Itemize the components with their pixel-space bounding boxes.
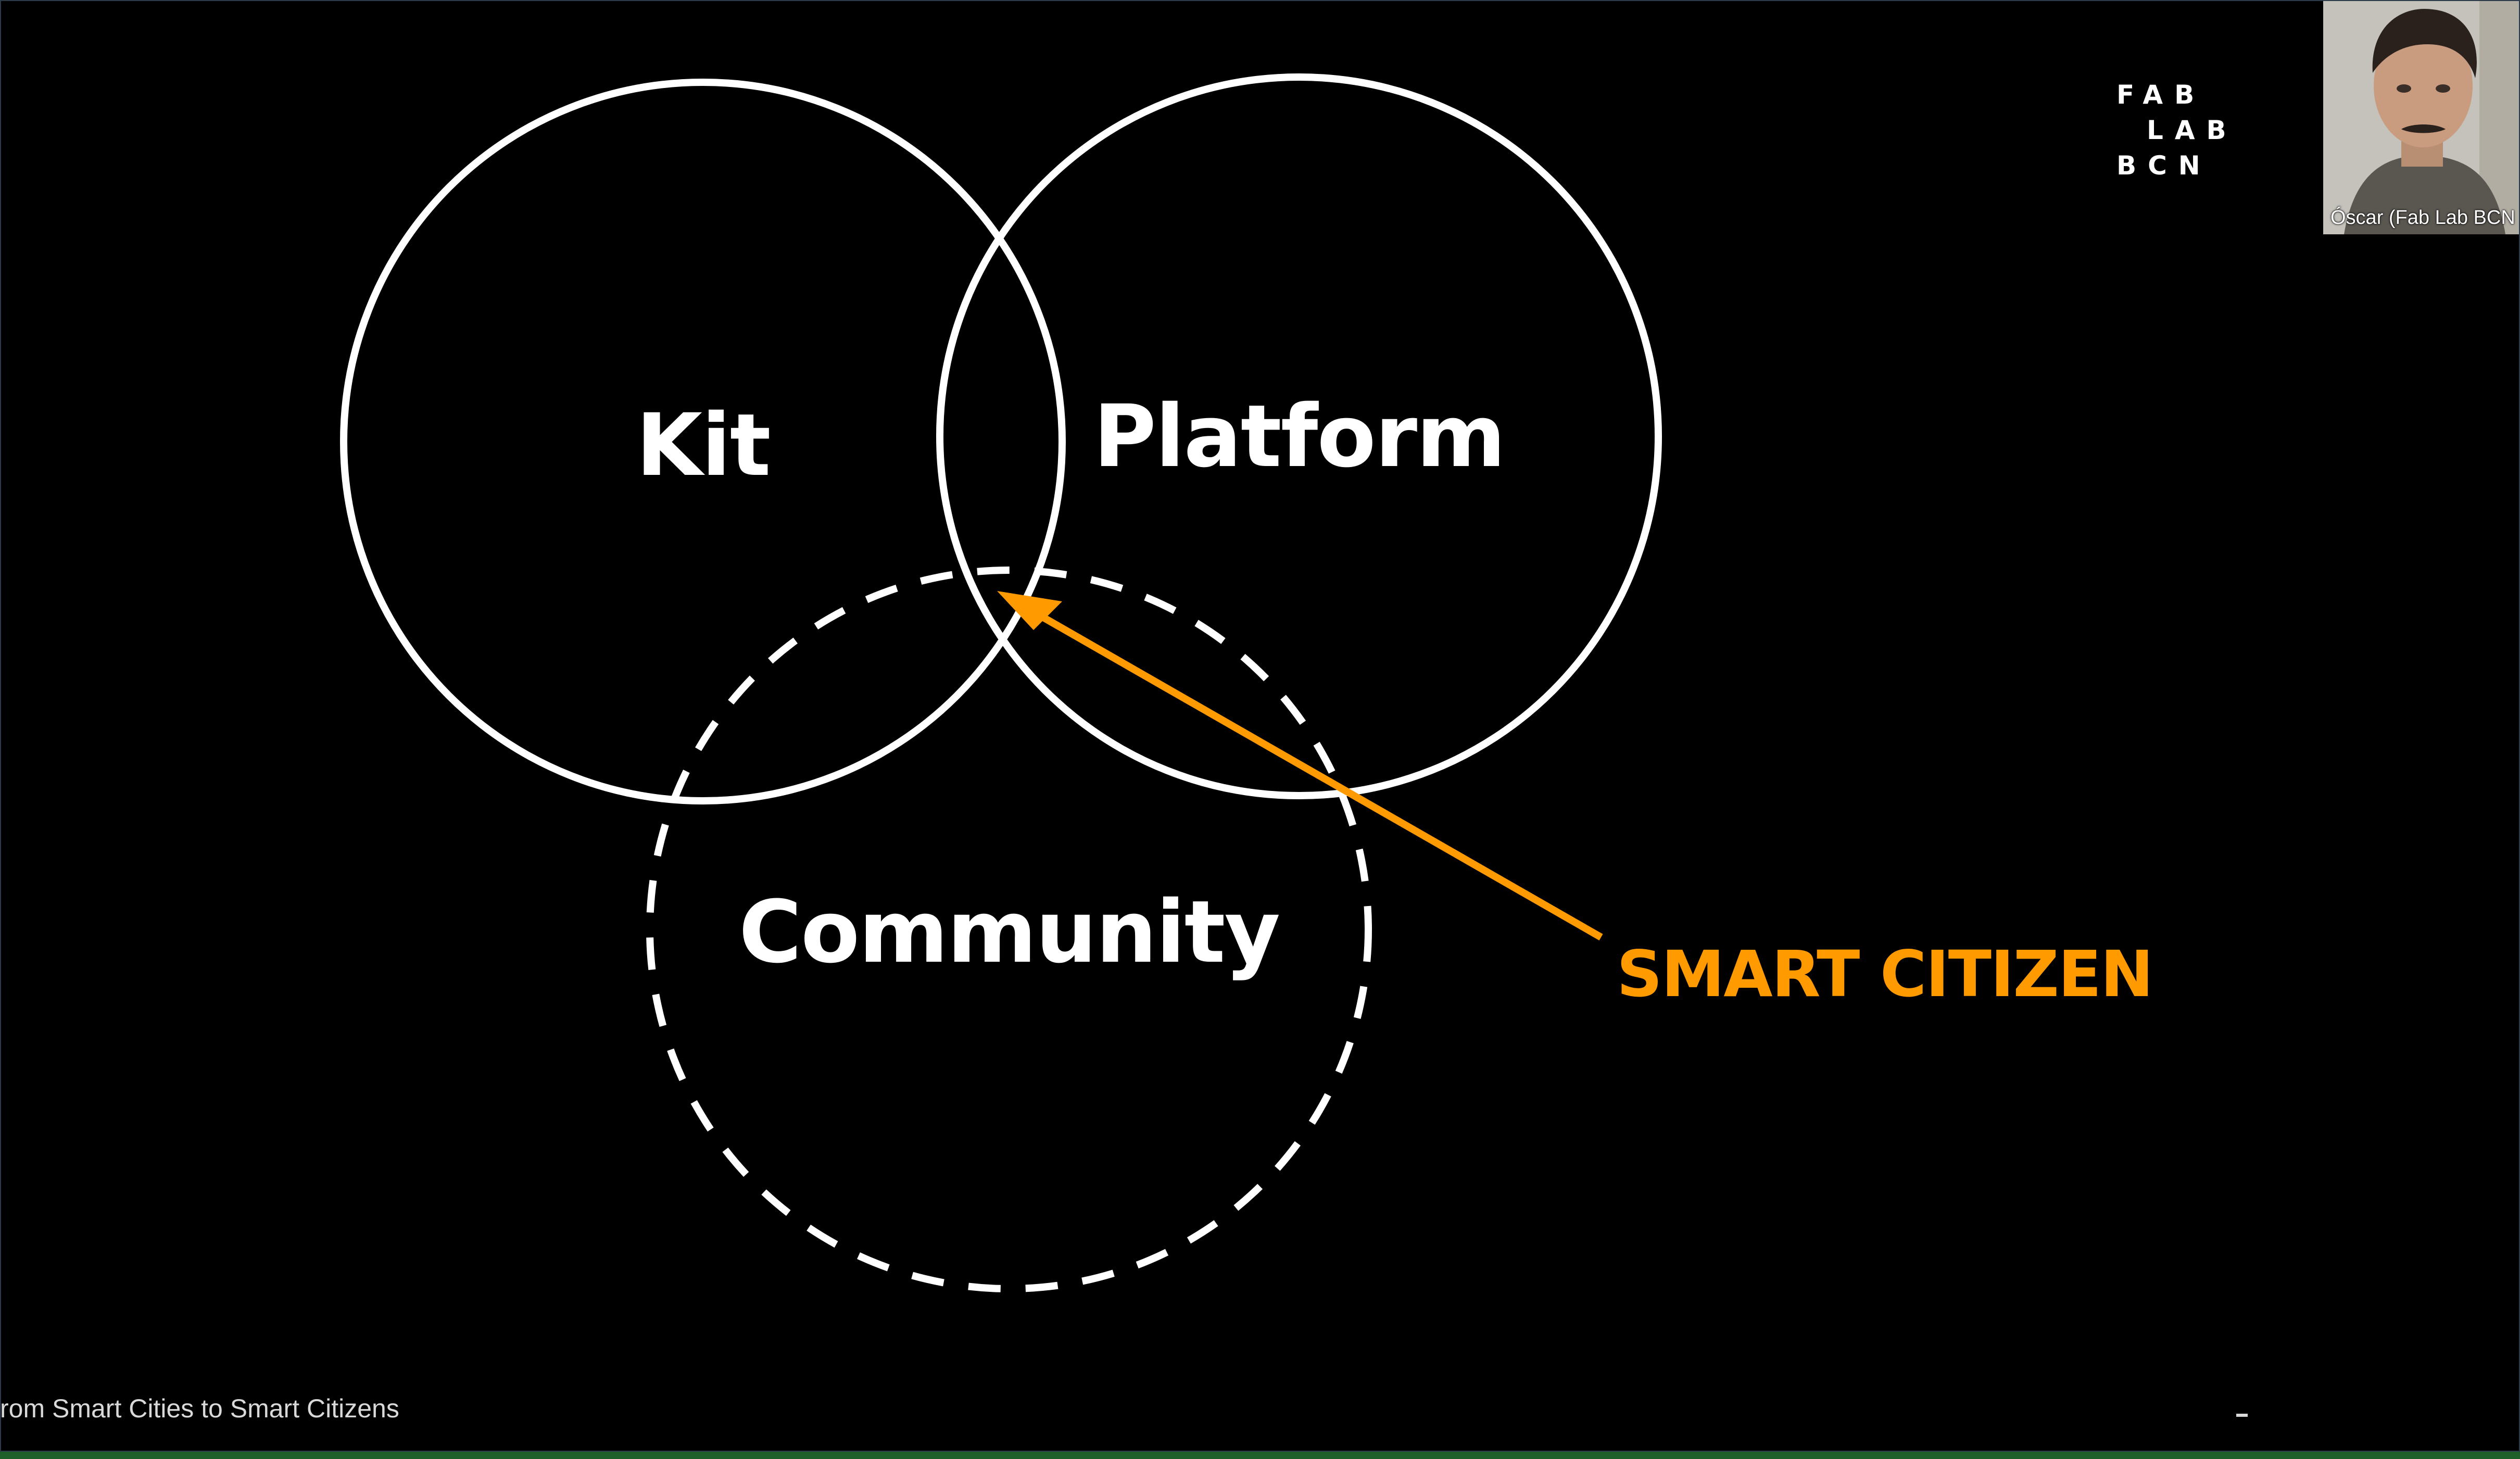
fab-lab-bcn-logo: FAB LAB BCN (2116, 77, 2236, 181)
progress-bar[interactable] (0, 1451, 2520, 1459)
community-label: Community (738, 882, 1280, 982)
callout-arrow-line (1031, 608, 1603, 941)
community-circle (646, 567, 1372, 1292)
slide-caption: rom Smart Cities to Smart Citizens (0, 1394, 399, 1423)
logo-line-fab: FAB (2116, 80, 2206, 110)
playback-indicator (2236, 1414, 2248, 1417)
callout-arrow-head (997, 591, 1062, 630)
kit-circle (340, 79, 1066, 804)
smart-citizen-callout: SMART CITIZEN (1617, 937, 2153, 1011)
platform-label: Platform (1093, 386, 1506, 486)
logo-line-bcn: BCN (2116, 150, 2212, 181)
participant-video (2323, 0, 2520, 234)
logo-line-lab: LAB (2147, 115, 2238, 145)
participant-video-tile[interactable]: Óscar (Fab Lab BCN (2323, 0, 2520, 234)
participant-name: Óscar (Fab Lab BCN (2330, 207, 2515, 229)
platform-circle (936, 73, 1662, 799)
kit-label: Kit (636, 395, 771, 495)
